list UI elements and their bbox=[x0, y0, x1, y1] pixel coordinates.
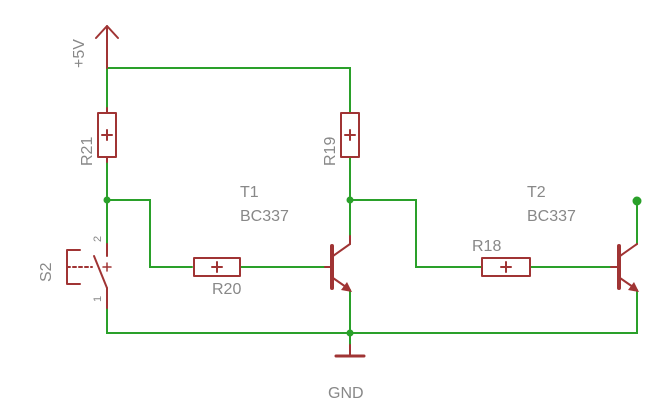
ground-symbol: GND bbox=[328, 344, 366, 402]
t2-collector-pin bbox=[632, 196, 642, 206]
r20-label: R20 bbox=[212, 281, 241, 298]
t1-value: BC337 bbox=[240, 208, 289, 225]
s2-label: S2 bbox=[38, 262, 55, 282]
resistor-r20: R20 bbox=[193, 257, 241, 298]
t2-name: T2 bbox=[527, 184, 546, 201]
r18-label: R18 bbox=[472, 238, 501, 255]
s2-pin1-label: 1 bbox=[92, 296, 104, 302]
wire-collector-to-r18 bbox=[349, 199, 483, 268]
junction-dot bbox=[346, 196, 354, 204]
wires bbox=[103, 37, 638, 353]
junction-dot bbox=[346, 329, 354, 337]
supply-symbol: +5V bbox=[71, 25, 119, 69]
resistor-r21: R21 bbox=[79, 107, 117, 166]
wire-ground-rail bbox=[106, 289, 638, 334]
resistor-r18: R18 bbox=[472, 238, 531, 277]
wire-supply-rail bbox=[106, 37, 351, 114]
transistor-t2: T2 BC337 bbox=[527, 184, 642, 292]
s2-pin2-label: 2 bbox=[92, 236, 104, 242]
ground-label: GND bbox=[328, 385, 364, 402]
wire-node-to-r20 bbox=[106, 199, 193, 268]
supply-label: +5V bbox=[71, 39, 88, 68]
r19-label: R19 bbox=[322, 137, 339, 166]
switch-s2: S2 2 1 bbox=[38, 236, 112, 309]
resistor-r19: R19 bbox=[322, 112, 360, 166]
junction-dot bbox=[103, 196, 111, 204]
t1-name: T1 bbox=[240, 184, 259, 201]
t2-value: BC337 bbox=[527, 208, 576, 225]
transistor-t1: T1 BC337 bbox=[240, 184, 352, 292]
r21-label: R21 bbox=[79, 137, 96, 166]
